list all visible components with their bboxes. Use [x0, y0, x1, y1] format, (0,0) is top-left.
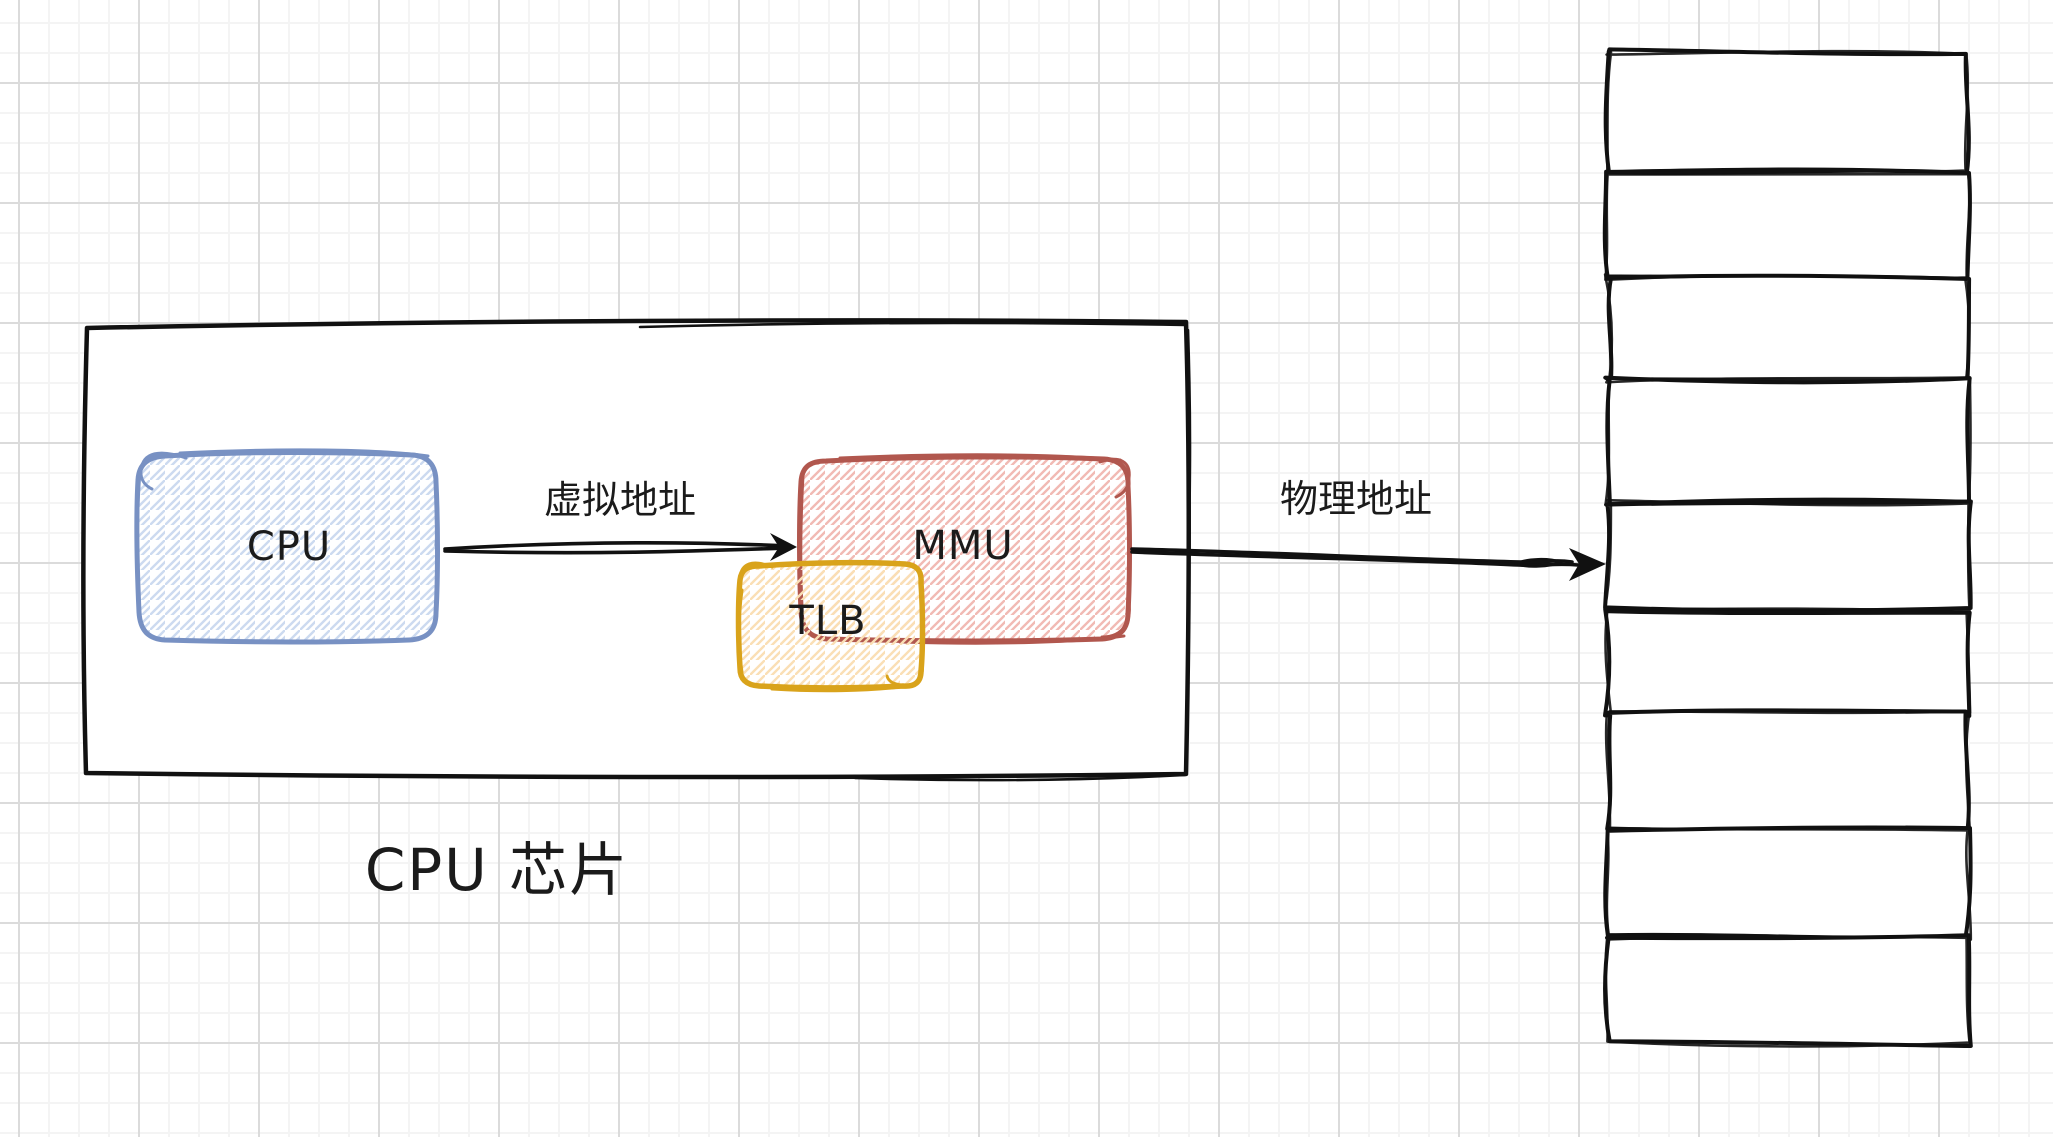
memory-cell [1603, 708, 1971, 834]
memory-cell [1603, 499, 1973, 613]
cpu-label: CPU [246, 524, 332, 570]
memory-cell [1605, 49, 1970, 174]
tlb-label: TLB [789, 598, 867, 644]
arrowhead-icon [770, 533, 797, 561]
memory-cell [1605, 273, 1972, 385]
memory-cell [1604, 933, 1971, 1048]
memory-stack [1602, 47, 1973, 1048]
virtual-address-arrow [443, 533, 797, 561]
memory-cell [1603, 375, 1972, 507]
mmu-label: MMU [912, 523, 1014, 569]
physical-address-label: 物理地址 [1279, 477, 1433, 522]
memory-cell [1603, 825, 1973, 941]
tlb-box [735, 559, 926, 693]
memory-cell [1603, 607, 1972, 718]
cpu-box [134, 448, 440, 645]
physical-address-arrow [1130, 547, 1606, 581]
memory-cell [1603, 933, 1973, 1048]
memory-cell [1602, 168, 1972, 282]
arrowhead-icon [1569, 548, 1606, 581]
memory-cell [1603, 47, 1971, 176]
cpu-chip-title: CPU 芯片 [364, 836, 630, 905]
virtual-address-label: 虚拟地址 [543, 478, 697, 523]
